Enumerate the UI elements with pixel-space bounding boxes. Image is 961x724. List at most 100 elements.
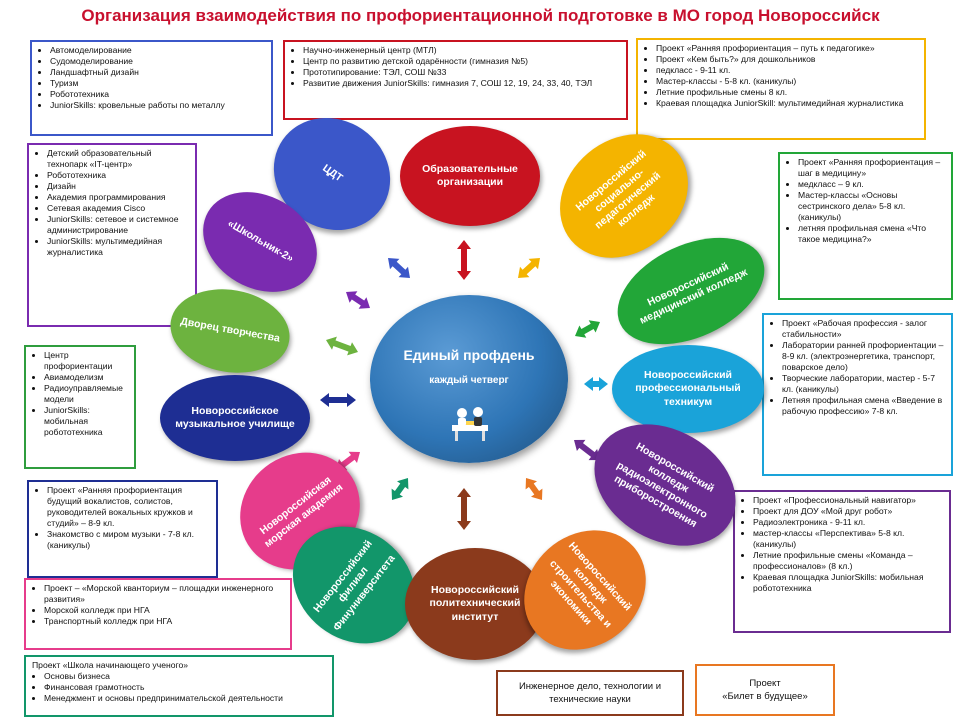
list-tech: Проект «Рабочая профессия - залог стабил…	[770, 318, 945, 417]
list-item: Краевая площадка JuniorSkill: мультимеди…	[656, 98, 918, 109]
list-mus: Проект «Ранняя профориентация будущий во…	[35, 485, 210, 551]
list-item: Проект «Профессиональный навигатор»	[753, 495, 943, 506]
list-radio: Проект «Профессиональный навигатор»Проек…	[741, 495, 943, 594]
list-item: мастер-классы «Перспектива» 5-8 кл. (кан…	[753, 528, 943, 550]
node-poly: Новороссийский политехнический институт	[405, 548, 545, 660]
list-cdt: АвтомоделированиеСудомоделированиеЛандша…	[38, 45, 265, 111]
node-shkolnik-label: «Школьник-2»	[225, 217, 296, 266]
box-tech: Проект «Рабочая профессия - залог стабил…	[762, 313, 953, 476]
box-fin: Проект «Школа начинающего ученого» Основ…	[24, 655, 334, 717]
node-radio-label: Новороссийский колледж радиоэлектронного…	[612, 440, 717, 531]
list-item: Летние профильные смены «Команда – профе…	[753, 550, 943, 572]
box-stroy: Проект «Билет в будущее»	[695, 664, 835, 716]
arrow-cdt	[388, 258, 410, 278]
list-item: Робототехника	[50, 89, 265, 100]
list-item: JuniorSkills: мультимедийная журналистик…	[47, 236, 189, 258]
list-item: Летние профильные смены 8 кл.	[656, 87, 918, 98]
stroy-line1: Проект	[749, 678, 781, 690]
list-item: Морской колледж при НГА	[44, 605, 284, 616]
list-item: Знакомство с миром музыки - 7-8 кл. (кан…	[47, 529, 210, 551]
arrow-fin	[391, 478, 409, 500]
box-med: Проект «Ранняя профориентация – шаг в ме…	[778, 152, 953, 300]
fin-intro: Проект «Школа начинающего ученого»	[32, 660, 189, 670]
node-finuniv-label: Новороссийский филиал Финуниверситета	[311, 538, 398, 634]
arrow-med	[575, 320, 600, 338]
list-item: Детский образовательный технопарк «IT-це…	[47, 148, 189, 170]
arrow-shk	[346, 291, 370, 309]
list-item: Мастер-классы «Основы сестринского дела»…	[798, 190, 945, 223]
list-item: Менеджмент и основы предпринимательской …	[44, 693, 326, 704]
arrow-dvor	[326, 336, 358, 356]
list-item: Робототехника	[47, 170, 189, 181]
list-item: медкласс – 9 кл.	[798, 179, 945, 190]
node-cdt-label: ЦДТ	[320, 162, 345, 185]
arrow-tech	[584, 377, 608, 391]
arrow-stroy	[525, 478, 543, 500]
list-item: Центр профориентации	[44, 350, 128, 372]
poly-text: Инженерное дело, технологии и технически…	[518, 681, 662, 705]
list-item: Основы бизнеса	[44, 671, 326, 682]
list-edu: Научно-инженерный центр (МТЛ)Центр по ра…	[291, 45, 620, 89]
list-item: Автомоделирование	[50, 45, 265, 56]
node-edu: Образовательные организации	[400, 126, 540, 226]
box-mus: Проект «Ранняя профориентация будущий во…	[27, 480, 218, 578]
arrow-ped	[518, 258, 540, 278]
list-shk: Детский образовательный технопарк «IT-це…	[35, 148, 189, 258]
arrow-edu	[457, 240, 471, 280]
node-proftech-label: Новороссийский профессиональный техникум	[635, 369, 741, 408]
list-item: Проект для ДОУ «Мой друг робот»	[753, 506, 943, 517]
list-item: JuniorSkills: сетевое и системное админи…	[47, 214, 189, 236]
box-radio: Проект «Профессиональный навигатор»Проек…	[733, 490, 951, 633]
arrow-poly	[457, 488, 471, 530]
list-item: Проект «Рабочая профессия - залог стабил…	[782, 318, 945, 340]
list-item: Судомоделирование	[50, 56, 265, 67]
list-fin: Основы бизнесаФинансовая грамотностьМене…	[32, 671, 326, 704]
node-proftech: Новороссийский профессиональный техникум	[612, 345, 764, 433]
list-item: Лаборатории ранней профориентации – 8-9 …	[782, 340, 945, 373]
list-item: Научно-инженерный центр (МТЛ)	[303, 45, 620, 56]
list-item: Краевая площадка JuniorSkills: мобильная…	[753, 572, 943, 594]
list-item: Сетевая академия Cisco	[47, 203, 189, 214]
list-ped: Проект «Ранняя профориентация – путь к п…	[644, 43, 918, 109]
node-edu-label: Образовательные организации	[422, 162, 518, 188]
node-stroy-label: Новороссийский колледж строительства и э…	[547, 539, 634, 631]
list-item: Развитие движения JuniorSkills: гимназия…	[303, 78, 620, 89]
node-music-label: Новороссийское музыкальное училище	[175, 404, 295, 430]
stroy-line2: «Билет в будущее»	[722, 690, 808, 702]
list-item: Проект «Ранняя профориентация будущий во…	[47, 485, 210, 529]
list-item: Радиоэлектроника - 9-11 кл.	[753, 517, 943, 528]
center-title: Единый профдень	[403, 347, 535, 363]
box-poly: Инженерное дело, технологии и технически…	[496, 670, 684, 716]
list-item: Академия программирования	[47, 192, 189, 203]
page-title: Организация взаимодействия по профориент…	[81, 6, 880, 25]
list-marine: Проект – «Морской кванториум – площадки …	[32, 583, 284, 627]
list-med: Проект «Ранняя профориентация – шаг в ме…	[786, 157, 945, 245]
list-item: педкласс - 9-11 кл.	[656, 65, 918, 76]
box-ped: Проект «Ранняя профориентация – путь к п…	[636, 38, 926, 140]
box-marine: Проект – «Морской кванториум – площадки …	[24, 578, 292, 650]
list-item: Творческие лаборатории, мастер - 5-7 кл.…	[782, 373, 945, 395]
list-item: JuniorSkills: мобильная робототехника	[44, 405, 128, 438]
box-cdt: АвтомоделированиеСудомоделированиеЛандша…	[30, 40, 273, 136]
node-medcollege-label: Новороссийский медицинский колледж	[637, 260, 750, 327]
arrow-mus	[320, 393, 356, 407]
list-item: Транспортный колледж при НГА	[44, 616, 284, 627]
list-item: Дизайн	[47, 181, 189, 192]
node-music: Новороссийское музыкальное училище	[160, 375, 310, 461]
list-item: Проект «Кем быть?» для дошкольников	[656, 54, 918, 65]
list-item: Летняя профильная смена «Введение в рабо…	[782, 395, 945, 417]
list-dvor: Центр профориентацииАвиамоделизмРадиоупр…	[32, 350, 128, 438]
list-item: Проект «Ранняя профориентация – шаг в ме…	[798, 157, 945, 179]
box-dvor: Центр профориентацииАвиамоделизмРадиоупр…	[24, 345, 136, 469]
node-dvorets-label: Дворец творчества	[179, 315, 281, 346]
list-item: Проект – «Морской кванториум – площадки …	[44, 583, 284, 605]
list-item: Радиоуправляемые модели	[44, 383, 128, 405]
people-desk-icon	[452, 407, 488, 441]
box-edu: Научно-инженерный центр (МТЛ)Центр по ра…	[283, 40, 628, 120]
list-item: Финансовая грамотность	[44, 682, 326, 693]
center-subtitle: каждый четверг	[429, 375, 509, 386]
list-item: Ландшафтный дизайн	[50, 67, 265, 78]
node-pedcollege-label: Новороссийский социально-педагогический …	[573, 147, 664, 232]
list-item: летняя профильная смена «Что такое медиц…	[798, 223, 945, 245]
list-item: Мастер-классы - 5-8 кл. (каникулы)	[656, 76, 918, 87]
